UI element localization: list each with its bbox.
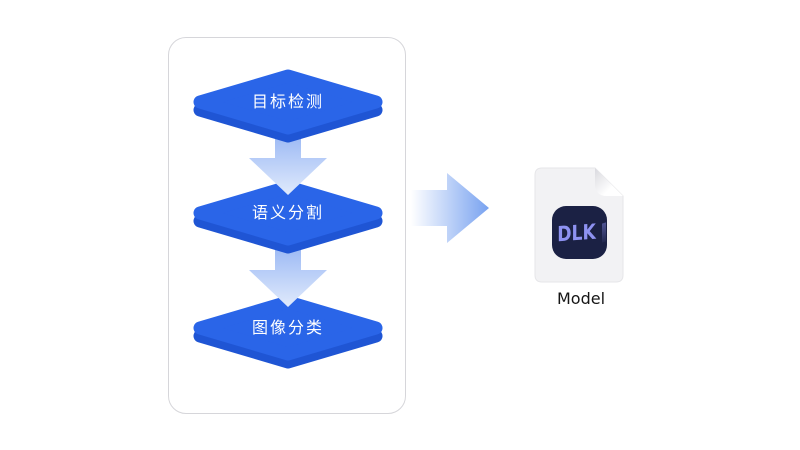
down-arrow-shape [249, 124, 327, 195]
diamond-top-face [193, 180, 383, 246]
down-arrow-icon [249, 124, 327, 195]
diamond-top-face [193, 69, 383, 135]
flow-step-label-2: 语义分割 [251, 203, 324, 222]
right-arrow-shape [411, 173, 489, 243]
flow-step-diamond-1 [193, 69, 383, 143]
right-arrow-icon [411, 173, 489, 243]
model-label: Model [556, 289, 606, 308]
flow-step-diamond-2 [193, 180, 383, 254]
dlk-logo-text: DLK [557, 219, 597, 246]
flow-step-diamond-3 [193, 295, 383, 369]
down-arrow-shape [249, 236, 327, 307]
dlk-logo-ghost-edge [601, 222, 606, 243]
flow-step-label-3: 图像分类 [251, 318, 324, 337]
down-arrow-icon [249, 236, 327, 307]
folded-corner [595, 168, 623, 196]
dlk-logo-icon: DLK [552, 206, 607, 259]
flow-step-label-1: 目标检测 [251, 92, 324, 111]
diamond-top-face [193, 295, 383, 361]
